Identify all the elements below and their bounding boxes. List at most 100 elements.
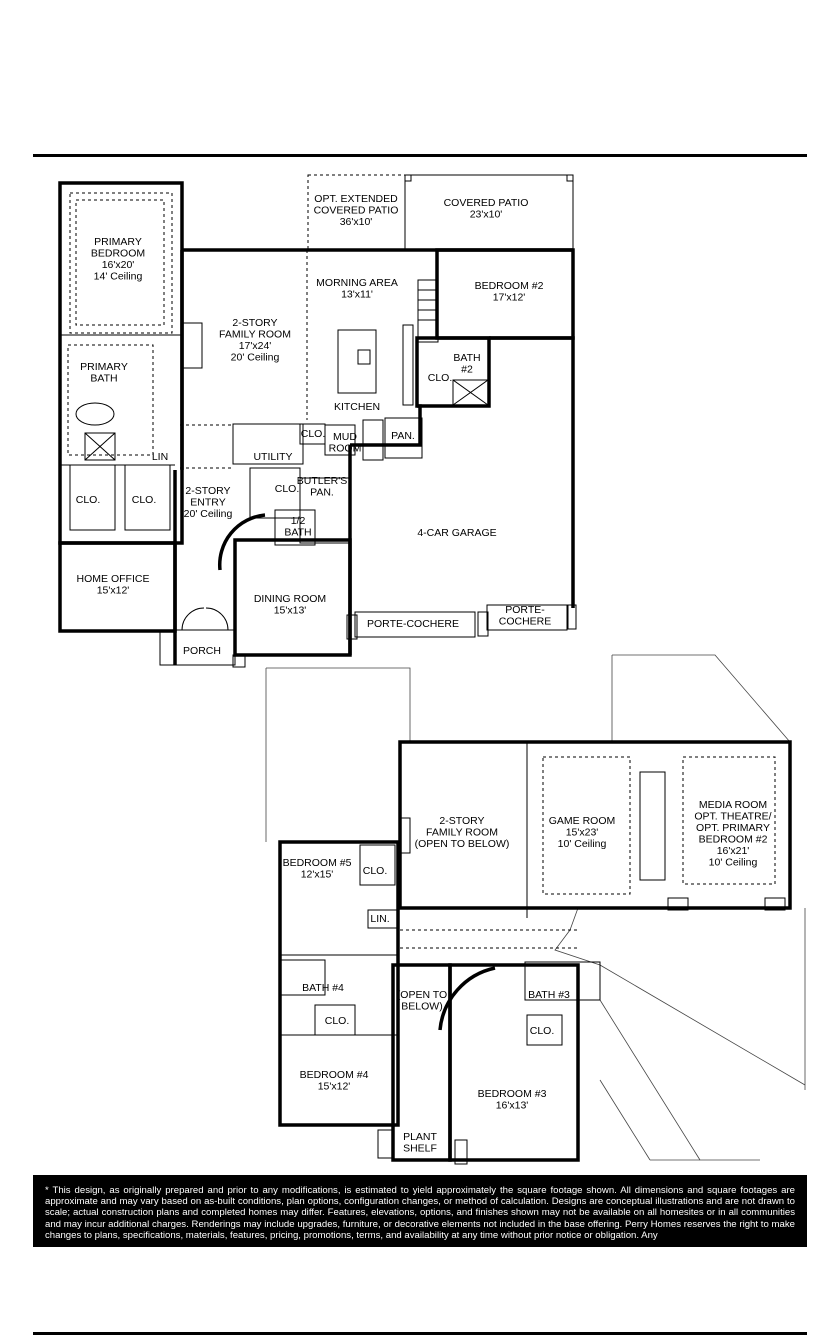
room-label-line: SHELF <box>403 1143 437 1155</box>
disclaimer-box: * This design, as originally prepared an… <box>33 1175 807 1247</box>
room-label-mud-closet: CLO. <box>301 428 326 440</box>
room-label-bedroom-2: BEDROOM #217'x12' <box>475 280 544 304</box>
room-label-line: BEDROOM #2 <box>699 834 768 846</box>
room-label-line: 23'x10' <box>470 209 503 221</box>
room-label-line: 10' Ceiling <box>709 857 758 869</box>
room-label-line: 14' Ceiling <box>94 271 143 283</box>
room-label-line: 17'x12' <box>493 292 526 304</box>
room-label-line: 20' Ceiling <box>184 508 233 520</box>
room-label-line: 16'x21' <box>717 845 750 857</box>
first-floor-walls <box>58 174 577 668</box>
room-label-pantry: PAN. <box>391 430 415 442</box>
room-label-line: BEDROOM #3 <box>478 1088 547 1100</box>
room-label-line: 15'x12' <box>97 585 130 597</box>
room-label-line: 2-STORY <box>439 815 484 827</box>
room-label-line: 1/2 <box>291 515 306 527</box>
room-label-line: PORTE- <box>505 604 545 616</box>
room-label-line: BEDROOM #5 <box>283 857 352 869</box>
room-label-line: BEDROOM <box>91 248 145 260</box>
room-label-line: COCHERE <box>499 616 552 628</box>
room-label-line: DINING ROOM <box>254 593 326 605</box>
room-label-line: OPT. THEATRE/ <box>694 811 771 823</box>
room-label-line: ENTRY <box>190 497 225 509</box>
room-label-line: MORNING AREA <box>316 277 398 289</box>
room-label-line: CLO. <box>530 1025 555 1037</box>
room-label-line: HOME OFFICE <box>77 573 150 585</box>
room-label-closet-left: CLO. <box>76 494 101 506</box>
room-label-line: GAME ROOM <box>549 815 616 827</box>
room-label-line: LIN <box>152 451 168 463</box>
room-label-line: 20' Ceiling <box>231 352 280 364</box>
room-label-line: 4-CAR GARAGE <box>417 527 496 539</box>
room-label-line: BUTLER'S <box>297 475 347 487</box>
room-label-bedroom-5-closet: CLO. <box>363 865 388 877</box>
room-label-line: BATH <box>284 527 311 539</box>
room-label-line: BELOW) <box>401 1001 442 1013</box>
room-label-linen: LIN. <box>370 913 389 925</box>
room-label-bath-2: BATH#2 <box>453 352 480 376</box>
room-label-line: 15'x23' <box>566 827 599 839</box>
room-label-line: PRIMARY <box>80 361 128 373</box>
top-rule <box>33 154 807 157</box>
room-label-line: 36'x10' <box>340 216 373 228</box>
room-label-line: FAMILY ROOM <box>219 329 291 341</box>
room-label-line: 13'x11' <box>341 289 373 301</box>
room-label-line: BATH <box>90 373 117 385</box>
room-label-bath-4: BATH #4 <box>302 982 344 994</box>
room-label-line: COVERED PATIO <box>444 197 529 209</box>
bottom-rule <box>33 1332 807 1335</box>
room-label-bath-3-closet: CLO. <box>530 1025 555 1037</box>
room-label-line: ROOM <box>329 443 362 455</box>
room-label-bedroom-5: BEDROOM #512'x15' <box>283 857 352 881</box>
room-label-utility-closet: CLO. <box>275 483 300 495</box>
room-label-line: BATH <box>453 352 480 364</box>
room-label-line: 16'x13' <box>496 1100 529 1112</box>
room-label-porte-cochere-2: PORTE-COCHERE <box>499 604 552 628</box>
room-label-line: PORTE-COCHERE <box>367 618 459 630</box>
room-label-line: CLO. <box>363 865 388 877</box>
room-label-line: 10' Ceiling <box>558 838 607 850</box>
room-label-porch: PORCH <box>183 645 221 657</box>
room-label-linen: LIN <box>152 451 168 463</box>
room-label-line: OPT. PRIMARY <box>696 822 770 834</box>
room-label-line: 12'x15' <box>301 869 334 881</box>
room-label-line: #2 <box>461 364 473 376</box>
room-label-line: BATH #3 <box>528 989 570 1001</box>
room-label-line: 2-STORY <box>185 485 230 497</box>
room-label-line: 2-STORY <box>232 317 277 329</box>
room-label-line: PAN. <box>391 430 415 442</box>
room-label-line: CLO. <box>301 428 326 440</box>
room-label-kitchen: KITCHEN <box>334 401 380 413</box>
room-label-bedroom-4: BEDROOM #415'x12' <box>300 1069 369 1093</box>
room-label-line: OPT. EXTENDED <box>314 193 398 205</box>
room-label-line: FAMILY ROOM <box>426 827 498 839</box>
room-label-line: KITCHEN <box>334 401 380 413</box>
room-label-bath-2-closet: CLO. <box>428 372 453 384</box>
room-label-line: LIN. <box>370 913 389 925</box>
room-label-line: BEDROOM #2 <box>475 280 544 292</box>
room-label-closet-right: CLO. <box>132 494 157 506</box>
disclaimer-text: * This design, as originally prepared an… <box>45 1185 795 1241</box>
room-label-line: BEDROOM #4 <box>300 1069 369 1081</box>
room-label-porte-cochere-1: PORTE-COCHERE <box>367 618 459 630</box>
room-label-line: CLO. <box>275 483 300 495</box>
room-label-line: UTILITY <box>253 451 292 463</box>
room-label-line: (OPEN TO BELOW) <box>415 838 510 850</box>
room-label-line: PAN. <box>310 487 334 499</box>
second-floor-walls <box>278 740 792 1165</box>
roof-outlines <box>265 654 806 1161</box>
